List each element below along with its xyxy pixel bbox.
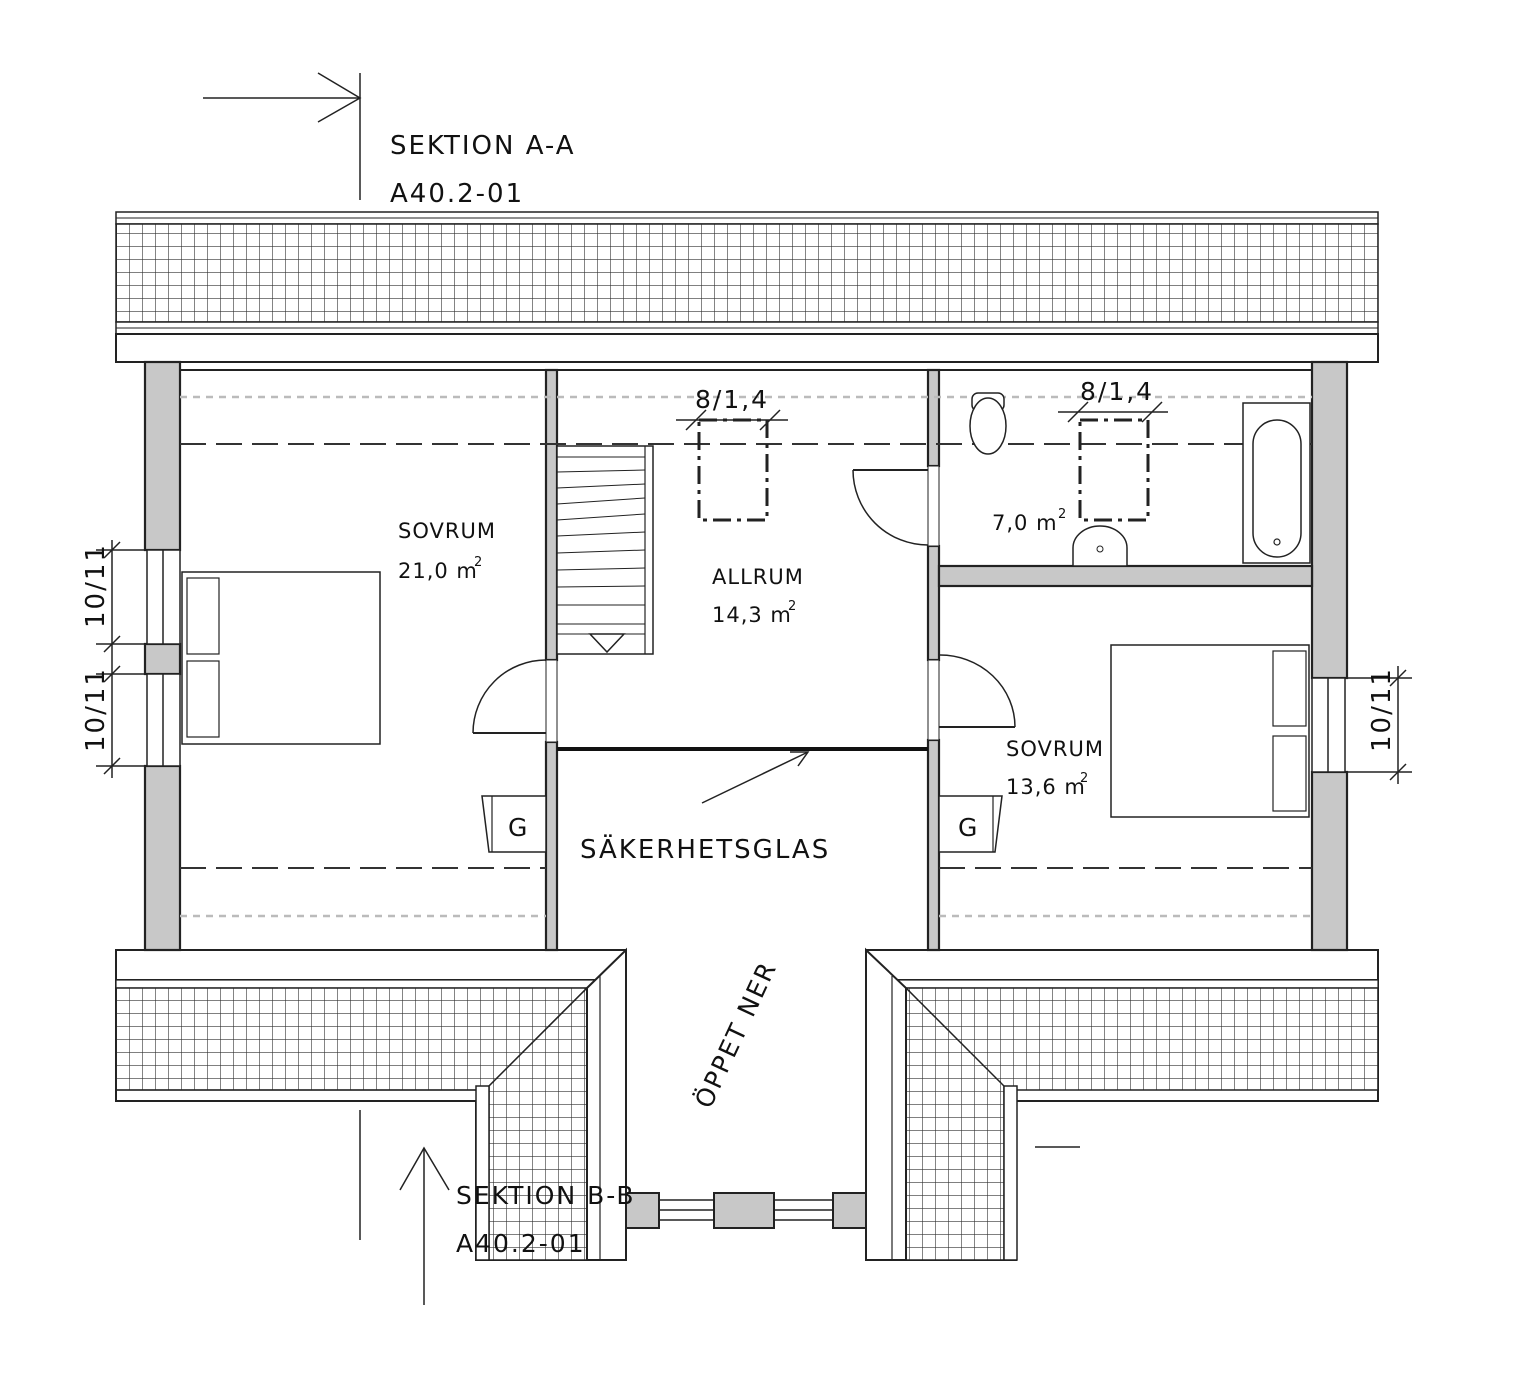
bedroom-right-area: 13,6 m	[1006, 775, 1086, 799]
door-left-bedroom	[472, 659, 558, 743]
wardrobe-right	[938, 795, 1003, 853]
section-b-marker	[359, 1110, 1080, 1305]
roof-bottom	[115, 947, 1379, 1261]
window-right-dim: 10/11	[1367, 667, 1397, 752]
door-bathroom	[852, 465, 940, 547]
window-left-dim-upper: 10/11	[81, 543, 111, 628]
balcony-railing	[625, 1192, 867, 1229]
skylight-bathroom-dim: 8/1,4	[1080, 377, 1154, 406]
window-left	[146, 549, 181, 767]
wardrobe-right-label: G	[958, 813, 979, 842]
dimension-left	[96, 540, 145, 778]
section-b-ref: A40.2-01	[456, 1229, 586, 1258]
wardrobe-left	[481, 795, 547, 853]
bedroom-right-exp: 2	[1080, 771, 1088, 786]
walls	[143, 360, 1349, 952]
section-a-ref: A40.2-01	[390, 179, 524, 209]
washbasin	[1072, 525, 1128, 567]
door-right-bedroom	[927, 654, 1016, 741]
wardrobe-left-label: G	[508, 813, 529, 842]
roof-top	[115, 211, 1379, 363]
dimension-right	[1347, 666, 1412, 784]
open-below-label: ÖPPET NER	[689, 956, 782, 1112]
skylight-living	[676, 409, 788, 522]
bathroom-area: 7,0 m	[992, 511, 1058, 535]
bedroom-right-name: SOVRUM	[1006, 737, 1104, 761]
window-left-dim-lower: 10/11	[81, 667, 111, 752]
safety-glass-label: SÄKERHETSGLAS	[580, 833, 830, 865]
living-exp: 2	[788, 599, 796, 614]
section-a-marker	[203, 72, 362, 200]
safety-glass-rail	[557, 747, 928, 804]
section-a-title: SEKTION A-A	[390, 131, 576, 161]
window-right	[1311, 677, 1346, 773]
bathtub	[1242, 402, 1311, 564]
stairs	[556, 445, 654, 655]
roof-slope-lines	[180, 395, 1312, 918]
skylight-living-dim: 8/1,4	[695, 385, 769, 414]
bathroom-exp: 2	[1058, 507, 1066, 522]
toilet	[969, 392, 1007, 455]
living-name: ALLRUM	[712, 565, 804, 589]
bedroom-left-name: SOVRUM	[398, 519, 496, 543]
bedroom-left-area: 21,0 m	[398, 559, 478, 583]
bed-right	[1110, 644, 1310, 818]
bedroom-left-exp: 2	[474, 555, 482, 570]
section-b-title: SEKTION B-B	[456, 1181, 636, 1210]
living-area: 14,3 m	[712, 603, 792, 627]
skylight-bathroom	[1058, 401, 1168, 522]
bed-left	[181, 571, 381, 745]
